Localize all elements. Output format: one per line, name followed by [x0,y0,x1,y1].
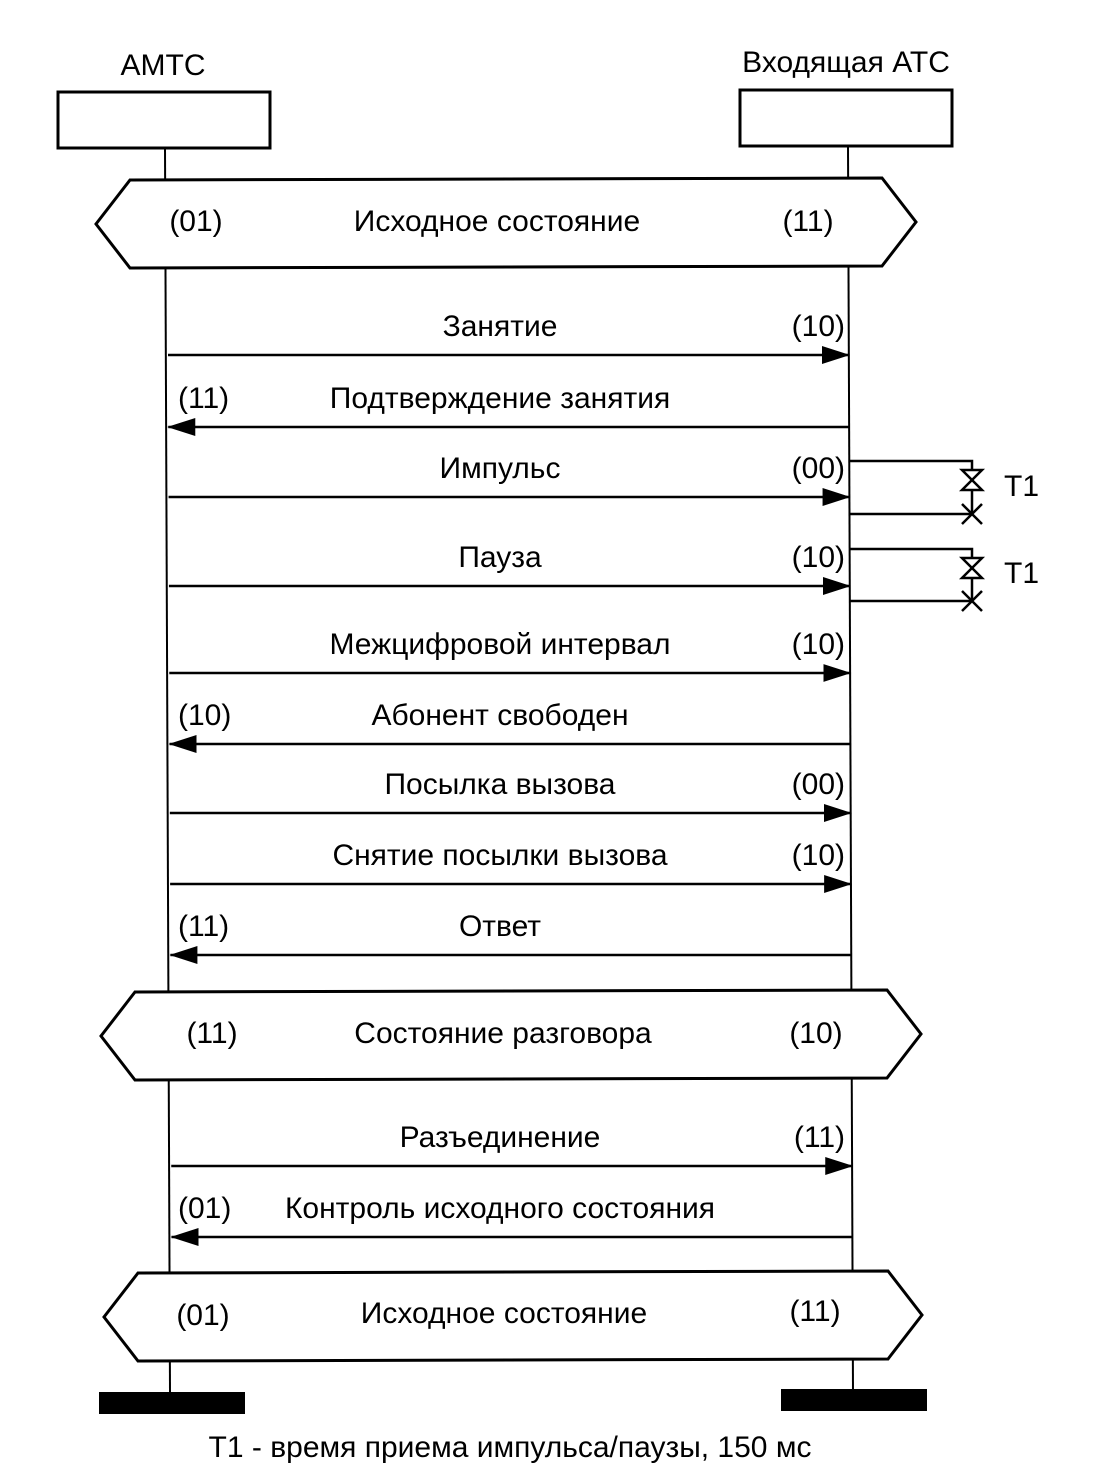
lifeline-end-left [99,1392,245,1414]
lifeline-right [847,145,854,1393]
state-right-code: (10) [789,1017,842,1050]
message-code: (00) [792,452,845,485]
message-label: Посылка вызова [384,768,615,801]
message-label: Импульс [440,452,561,485]
lifeline-left [164,147,171,1393]
message-code: (10) [792,839,845,872]
message-code: (10) [792,310,845,343]
state-label: Исходное состояние [361,1297,647,1330]
message-code: (01) [178,1192,231,1225]
participant-left-box [56,90,272,150]
message-label: Абонент свободен [371,699,628,732]
message-4: Пауза (10) [168,541,851,595]
message-label: Снятие посылки вызова [332,839,667,872]
state-right-code: (11) [782,205,833,238]
participant-left-label: АМТС [121,49,206,82]
timer-t1-pause: T1 [849,547,1039,612]
message-label: Разъединение [400,1121,601,1154]
message-code: (11) [794,1121,845,1154]
state-conversation: (11) Состояние разговора (10) [99,988,923,1082]
state-label: Состояние разговора [354,1017,652,1050]
participant-right-box [738,88,954,148]
message-9: Ответ (11) [169,910,852,964]
message-1: Занятие (10) [168,310,850,364]
message-code: (10) [178,699,231,732]
messages-group: Занятие (10) Подтверждение занятия (11) Импу… [167,310,854,1246]
state-left-code: (11) [186,1017,237,1050]
message-3: Импульс (00) [168,452,851,506]
timer-label: T1 [1004,557,1039,590]
participant-right-label: Входящая АТС [742,46,950,79]
message-10: Разъединение (11) [171,1121,854,1175]
message-label: Подтверждение занятия [330,382,670,415]
message-7: Посылка вызова (00) [169,768,852,822]
message-label: Межцифровой интервал [329,628,670,661]
lifeline-end-right [781,1389,927,1411]
state-left-code: (01) [169,205,222,238]
timer-t1-pulse: T1 [849,459,1039,525]
message-code: (11) [178,382,229,415]
message-5: Межцифровой интервал (10) [169,628,852,682]
message-code: (00) [792,768,845,801]
state-initial-2: (01) Исходное состояние (11) [102,1269,924,1363]
message-code: (10) [792,628,845,661]
state-right-code: (11) [789,1295,840,1328]
message-label: Контроль исходного состояния [285,1192,715,1225]
message-2: Подтверждение занятия (11) [167,382,850,436]
footnote: T1 - время приема импульса/паузы, 150 мс [209,1431,812,1464]
timer-label: T1 [1004,470,1039,503]
message-label: Ответ [459,910,541,943]
message-label: Занятие [443,310,558,343]
message-code: (10) [792,541,845,574]
message-11: Контроль исходного состояния (01) [170,1192,853,1246]
message-6: Абонент свободен (10) [168,699,851,753]
message-code: (11) [178,910,229,943]
state-label: Исходное состояние [354,205,640,238]
state-initial-1: (01) Исходное состояние (11) [94,176,918,270]
message-label: Пауза [458,541,542,574]
message-8: Снятие посылки вызова (10) [170,839,853,893]
state-left-code: (01) [176,1299,229,1332]
